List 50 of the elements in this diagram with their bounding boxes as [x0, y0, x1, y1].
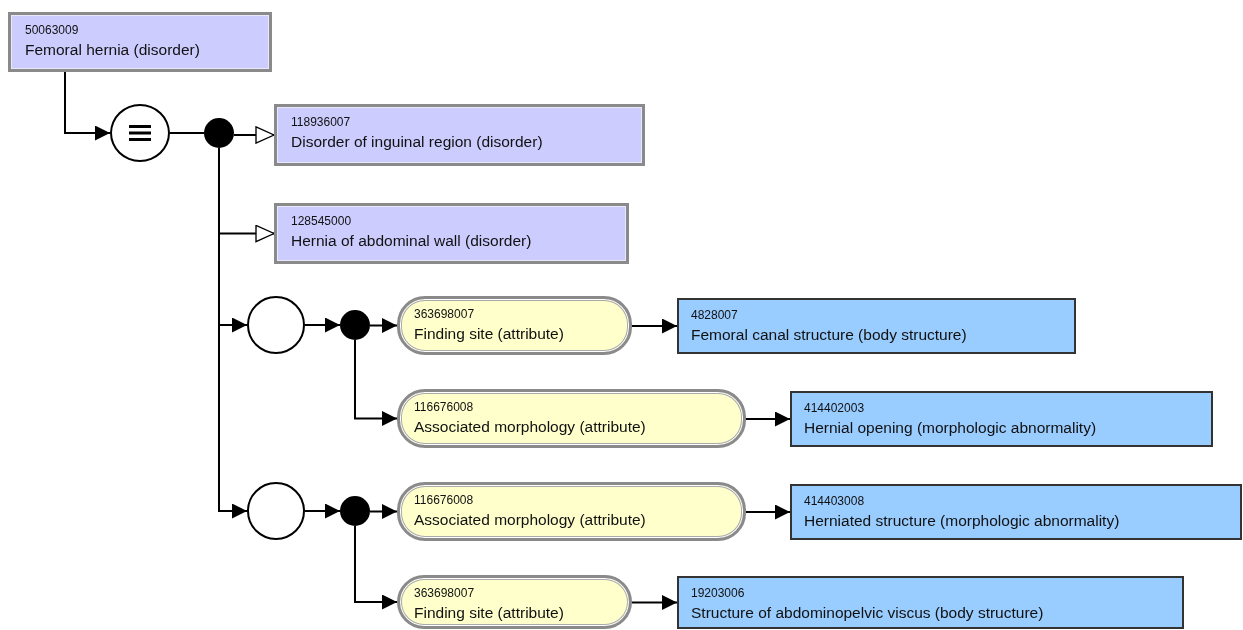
arrow	[354, 339, 398, 426]
concept-label: Associated morphology (attribute)	[414, 510, 647, 530]
concept-label: Finding site (attribute)	[414, 324, 565, 344]
concept-label: Structure of abdominopelvic viscus (body structure)	[691, 603, 1045, 623]
concept-label: Hernia of abdominal wall (disorder)	[291, 231, 533, 251]
value-box	[677, 576, 1184, 629]
concept-id: 363698007	[414, 307, 476, 322]
attribute-pill	[397, 389, 746, 448]
concept-id: 116676008	[414, 400, 475, 415]
arrow	[369, 318, 398, 333]
concept-id: 4828007	[691, 308, 739, 323]
value-box	[790, 391, 1213, 447]
arrow	[369, 504, 398, 519]
junction-dot	[340, 496, 370, 526]
value-box	[790, 484, 1242, 540]
concept-id: 414402003	[804, 401, 866, 416]
concept-label: Femoral canal structure (body structure)	[691, 325, 968, 345]
arrow	[304, 317, 341, 333]
concept-id: 363698007	[414, 586, 476, 601]
attribute-pill	[397, 575, 632, 629]
concept-box	[274, 203, 629, 264]
value-box	[677, 298, 1076, 354]
arrow	[304, 503, 341, 519]
arrow	[745, 504, 791, 520]
circle-node	[247, 296, 305, 354]
concept-id: 50063009	[25, 23, 80, 38]
concept-box	[8, 12, 272, 72]
concept-id: 118936007	[291, 115, 352, 130]
concept-box	[274, 104, 645, 166]
concept-id: 19203006	[691, 586, 746, 601]
concept-label: Associated morphology (attribute)	[414, 417, 647, 437]
concept-label: Herniated structure (morphologic abnormality)	[804, 511, 1121, 531]
concept-label: Disorder of inguinal region (disorder)	[291, 132, 544, 152]
arrow	[354, 525, 398, 610]
concept-label: Femoral hernia (disorder)	[25, 40, 201, 60]
arrow	[631, 595, 678, 610]
circle-node	[247, 482, 305, 540]
concept-id: 414403008	[804, 494, 866, 509]
concept-id: 128545000	[291, 214, 353, 229]
arrow	[745, 411, 791, 427]
arrow	[631, 318, 678, 334]
junction-dot	[340, 310, 370, 340]
junction-dot	[204, 118, 234, 148]
concept-id: 116676008	[414, 493, 475, 508]
attribute-pill	[397, 296, 632, 355]
concept-label: Finding site (attribute)	[414, 603, 565, 623]
arrow	[233, 126, 275, 144]
arrow	[64, 71, 111, 141]
attribute-pill	[397, 482, 746, 541]
concept-label: Hernial opening (morphologic abnormality)	[804, 418, 1098, 438]
